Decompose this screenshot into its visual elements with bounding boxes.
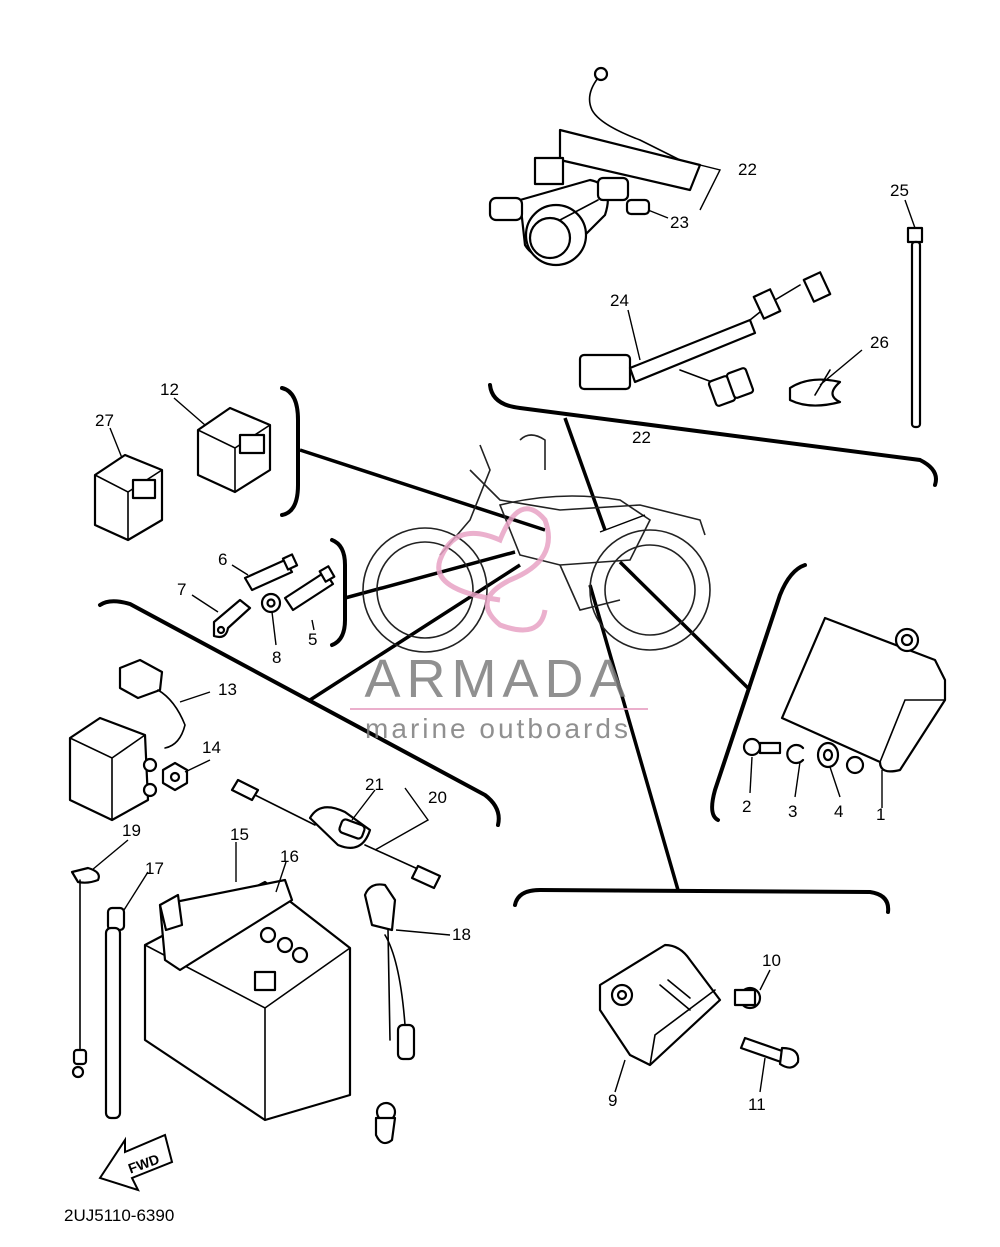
group-leaders [299,417,752,891]
nut-part-14[interactable] [161,761,189,792]
callout-9: 9 [608,1091,617,1110]
starter-relay-part-13[interactable] [68,658,186,822]
callout-13: 13 [218,680,237,699]
callout-24: 24 [610,291,629,310]
callout-12: 12 [160,380,179,399]
callout-labels: 1 2 3 4 5 6 7 8 9 10 11 12 13 14 15 16 1… [95,160,909,1114]
lead-part-18[interactable] [363,883,416,1145]
washer-part-8[interactable] [260,592,282,614]
cable-tie-part-25[interactable] [906,226,924,429]
band-part-26[interactable] [788,369,842,407]
callout-leaders [91,159,916,1093]
callout-18: 18 [452,925,471,944]
callout-27: 27 [95,411,114,430]
callout-22-center: 22 [632,428,651,447]
relay-part-27[interactable] [93,453,164,542]
fuse-part-23[interactable] [625,198,651,216]
callout-4: 4 [834,802,843,821]
watermark: ARMADA marine outboards [350,506,648,744]
relay-part-12[interactable] [196,406,272,494]
washer-part-4[interactable] [816,741,840,769]
group-braces [98,383,938,914]
callout-2: 2 [742,797,751,816]
callout-19: 19 [122,821,141,840]
callout-8: 8 [272,648,281,667]
bolt-part-10[interactable] [733,986,762,1010]
battery-band-part-16[interactable] [158,878,294,972]
cdi-unit-part-1[interactable] [780,616,947,775]
callout-26: 26 [870,333,889,352]
callout-21: 21 [365,775,384,794]
lead-part-19[interactable] [70,866,100,1079]
bolt-part-11[interactable] [739,1036,800,1069]
sub-harness-part-24[interactable] [578,271,832,407]
callout-6: 6 [218,550,227,569]
callout-1: 1 [876,805,885,824]
screw-part-2[interactable] [742,737,782,757]
diagram-code: 2UJ5110-6390 [64,1206,174,1225]
fwd-arrow-icon: FWD [98,1133,174,1192]
watermark-tagline: marine outboards [365,713,631,744]
callout-25: 25 [890,181,909,200]
callout-5: 5 [308,630,317,649]
motorcycle-outline [362,434,711,653]
callout-10: 10 [762,951,781,970]
breather-pipe-part-17[interactable] [104,906,126,1120]
callout-16: 16 [280,847,299,866]
switch-part-6[interactable] [243,553,299,592]
callout-7: 7 [177,580,186,599]
callout-17: 17 [145,859,164,878]
lead-part-7[interactable] [212,598,252,639]
main-harness-part-22[interactable] [488,66,702,267]
callout-23: 23 [670,213,689,232]
watermark-brand: ARMADA [364,649,631,709]
rectifier-part-9[interactable] [598,943,722,1067]
callout-15: 15 [230,825,249,844]
sensor-part-20[interactable] [230,778,442,890]
washer-part-3[interactable] [786,743,805,765]
callout-11: 11 [748,1095,766,1114]
fuse-part-21[interactable] [338,818,366,840]
switch-part-5[interactable] [283,565,336,612]
callout-20: 20 [428,788,447,807]
callout-22-top: 22 [738,160,757,179]
callout-14: 14 [202,738,221,757]
callout-3: 3 [788,802,797,821]
